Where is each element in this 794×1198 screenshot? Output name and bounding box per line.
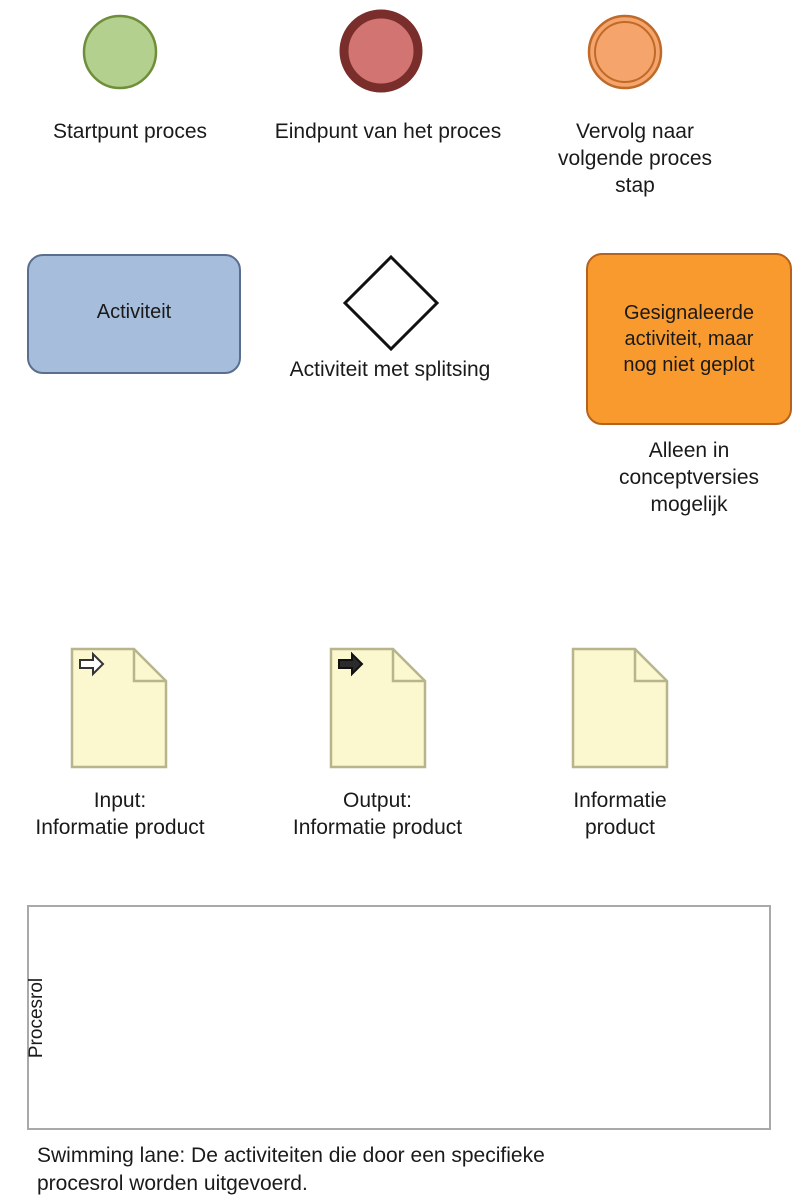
gateway-diamond-icon [342, 254, 440, 352]
gateway-label: Activiteit met splitsing [289, 358, 491, 381]
input-document-icon [70, 647, 168, 769]
swimlane-box [27, 905, 771, 1130]
input-document-label: Input: Informatie product [35, 789, 205, 839]
signaled-activity-note: Alleen in conceptversies mogelijk [618, 439, 760, 516]
swimlane-role-label: Procesrol [26, 977, 47, 1059]
end-event-icon [339, 9, 423, 93]
signaled-activity-label: Gesignaleerde activiteit, maar nog niet … [623, 302, 755, 376]
start-event-icon [82, 14, 158, 90]
intermediate-event-label: Vervolg naar volgende proces stap [557, 120, 713, 197]
output-document-label: Output: Informatie product [292, 789, 463, 839]
swimlane-caption: Swimming lane: De activiteiten die door … [37, 1144, 545, 1195]
start-event-label: Startpunt proces [52, 120, 208, 143]
end-event-label: Eindpunt van het proces [274, 120, 502, 143]
output-document-icon [329, 647, 427, 769]
information-document-label: Informatie product [573, 789, 667, 839]
activity-shape [27, 254, 241, 374]
activity-label: Activiteit [96, 301, 172, 323]
intermediate-event-icon [587, 14, 663, 90]
information-document-icon [571, 647, 669, 769]
signaled-activity-shape [586, 253, 792, 425]
